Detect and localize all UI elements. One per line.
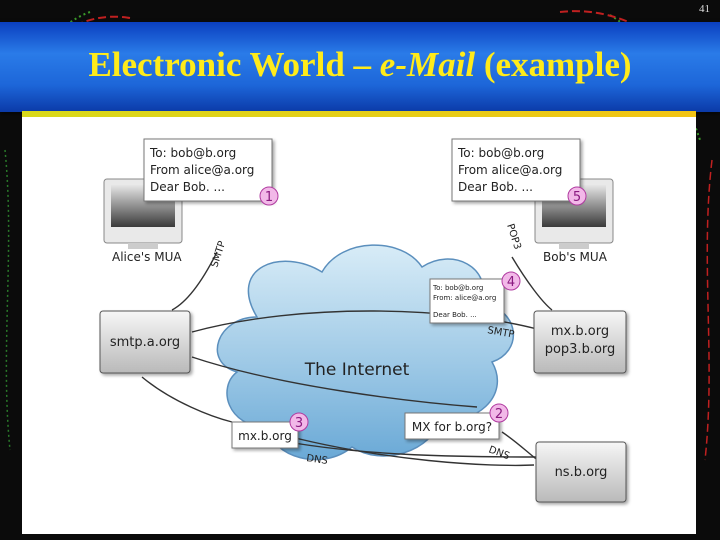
mx-lookup-box: mx.b.org 3 bbox=[231, 412, 309, 449]
smtp-server-label: smtp.a.org bbox=[110, 335, 180, 350]
small-email-from: From: alice@a.org bbox=[433, 294, 496, 302]
line-smtp-mxbox bbox=[141, 376, 233, 423]
email-right-from: From alice@a.org bbox=[458, 163, 562, 177]
link-label-smtp-2: SMTP bbox=[486, 325, 515, 341]
email-note-right: To: bob@b.org From alice@a.org Dear Bob.… bbox=[451, 138, 587, 206]
line-smtp-query bbox=[191, 356, 478, 408]
email-right-body: Dear Bob. ... bbox=[458, 180, 533, 194]
line-dns-lower bbox=[271, 431, 535, 467]
email-left-from: From alice@a.org bbox=[150, 163, 254, 177]
step-1-number: 1 bbox=[265, 190, 273, 205]
page-number: 41 bbox=[699, 3, 710, 15]
title-tail: (example) bbox=[475, 45, 632, 84]
title-bar bbox=[0, 22, 720, 112]
title-italic: e-Mail bbox=[379, 45, 476, 84]
diagram-canvas: Alice's MUA Bob's MUA To: bob@b.org From… bbox=[99, 138, 627, 503]
ns-server-label: ns.b.org bbox=[555, 465, 608, 480]
line-bob-mx bbox=[511, 256, 553, 311]
link-label-pop3: POP3 bbox=[504, 223, 523, 251]
mx-server-line1: mx.b.org bbox=[551, 324, 609, 339]
line-mx-ns bbox=[271, 438, 541, 458]
mx-pop3-server: mx.b.org pop3.b.org bbox=[533, 310, 627, 374]
step-3-number: 3 bbox=[295, 416, 303, 431]
step-5-number: 5 bbox=[573, 190, 581, 205]
connection-lines bbox=[141, 251, 553, 467]
accent-line bbox=[22, 111, 696, 117]
line-alice-smtp bbox=[171, 251, 218, 311]
mx-query-label: MX for b.org? bbox=[412, 420, 492, 434]
ns-server: ns.b.org bbox=[535, 441, 627, 503]
email-right-to: To: bob@b.org bbox=[457, 146, 544, 160]
small-email-body: Dear Bob. ... bbox=[433, 311, 477, 319]
email-left-to: To: bob@b.org bbox=[149, 146, 236, 160]
link-label-dns-2: DNS bbox=[487, 444, 511, 462]
mx-server-line2: pop3.b.org bbox=[545, 342, 616, 357]
title-main: Electronic World – bbox=[88, 45, 380, 84]
small-email-note: To: bob@b.org From: alice@a.org Dear Bob… bbox=[429, 271, 521, 324]
mx-query-box: MX for b.org? 2 bbox=[404, 403, 509, 440]
email-diagram: Alice's MUA Bob's MUA To: bob@b.org From… bbox=[22, 117, 696, 534]
step-2-number: 2 bbox=[495, 407, 503, 422]
step-4-number: 4 bbox=[507, 275, 515, 290]
email-note-left: To: bob@b.org From alice@a.org Dear Bob.… bbox=[143, 138, 279, 206]
link-label-dns-1: DNS bbox=[306, 453, 329, 467]
small-email-to: To: bob@b.org bbox=[432, 284, 483, 292]
bob-label: Bob's MUA bbox=[543, 250, 608, 264]
slide-title: Electronic World – e-Mail (example) bbox=[0, 45, 720, 85]
internet-label: The Internet bbox=[304, 360, 410, 380]
email-left-body: Dear Bob. ... bbox=[150, 180, 225, 194]
mx-lookup-label: mx.b.org bbox=[238, 429, 292, 443]
alice-label: Alice's MUA bbox=[112, 250, 182, 264]
smtp-server: smtp.a.org bbox=[99, 310, 191, 374]
link-label-smtp-1: SMTP bbox=[209, 240, 228, 269]
